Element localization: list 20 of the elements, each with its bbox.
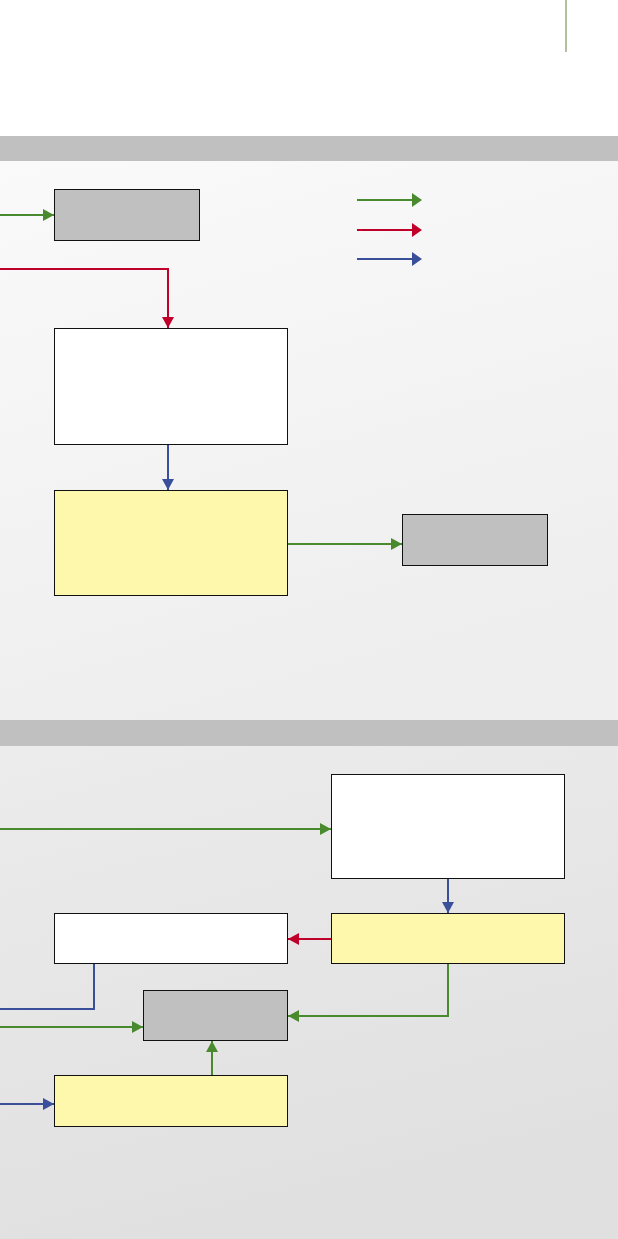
process-box [143,990,288,1041]
process-box [54,490,288,596]
process-box [54,189,200,241]
arrow [0,268,174,329]
arrow [287,963,449,1022]
arrow [442,878,454,914]
process-box [54,328,288,445]
process-box [54,1075,288,1127]
arrow [287,538,403,550]
arrow [0,1098,55,1110]
arrow [0,1021,144,1033]
arrow [287,933,332,945]
process-box [331,913,565,964]
process-box [54,913,288,964]
arrow [0,823,332,835]
process-box [331,774,565,879]
arrow [162,444,174,491]
arrow [206,1040,218,1076]
arrow [0,209,55,221]
process-box [402,514,548,566]
